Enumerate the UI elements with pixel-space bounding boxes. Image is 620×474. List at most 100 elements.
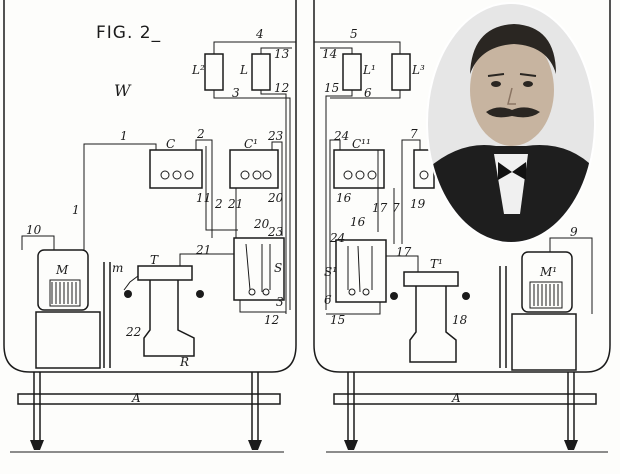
portrait-eyebrows: [487, 73, 537, 77]
label-wire-12: 12: [274, 81, 289, 95]
wire-2: [195, 139, 213, 238]
left-cabinet-outline: [3, 0, 297, 373]
label-m: m: [112, 261, 123, 275]
label-wire-6: 6: [364, 86, 372, 100]
coil-L3: [391, 53, 411, 91]
label-M1: M¹: [539, 265, 557, 279]
label-wire-17: 17: [372, 201, 388, 215]
label-wire-1b: 1: [72, 203, 80, 217]
wire-12: [260, 90, 287, 314]
shaft-A-left: [17, 393, 281, 405]
switch-pivot: [262, 288, 270, 296]
wire-13: [260, 47, 292, 54]
terminal: [252, 170, 262, 180]
label-wire-18: 18: [452, 313, 468, 327]
label-M: M: [55, 263, 69, 277]
label-wire-16b: 16: [350, 215, 366, 229]
label-L2: L²: [191, 63, 205, 77]
coil-L2: [204, 53, 224, 91]
right-cabinet-outline: [313, 0, 611, 373]
switch-pivot: [248, 288, 256, 296]
receiver-R-stand: [143, 280, 195, 357]
switch-pivot: [348, 288, 356, 296]
terminal: [343, 170, 353, 180]
label-wire-3: 3: [232, 86, 240, 100]
terminal: [367, 170, 377, 180]
portrait-eye-right: [523, 81, 533, 87]
wire-11: [205, 146, 238, 231]
crank-rod-right: [499, 266, 507, 368]
portrait-photo: [427, 3, 595, 243]
portrait-hair: [470, 24, 556, 74]
terminal: [184, 170, 194, 180]
terminal: [355, 170, 365, 180]
label-wire-24: 24: [333, 129, 349, 143]
receiver-right-stand: [409, 286, 457, 363]
wire-17-to-T1: [386, 255, 419, 272]
label-wire-6b: 6: [324, 293, 332, 307]
leg-feet: [30, 440, 578, 450]
label-wire-20: 20: [267, 191, 284, 205]
switch-blades: [245, 243, 271, 292]
wire-5: [314, 41, 401, 54]
label-wire-15: 15: [324, 81, 339, 95]
label-wire-20b: 20: [253, 217, 270, 231]
switch-S: [233, 237, 285, 301]
label-wire-1: 1: [120, 129, 128, 143]
label-wire-5: 5: [350, 27, 358, 41]
label-wire-19: 19: [410, 197, 426, 211]
wire-23: [271, 141, 283, 236]
label-wire-4: 4: [255, 27, 264, 41]
coil-L1: [342, 53, 362, 91]
magneto-M: [37, 249, 89, 311]
label-R: R: [179, 355, 189, 369]
wire-7: [401, 139, 421, 244]
wire-10: [21, 235, 55, 250]
label-wire-10: 10: [26, 223, 42, 237]
earpiece-left: [123, 275, 139, 291]
earpiece-left-cup-right: [390, 292, 398, 300]
label-wire-15b: 15: [330, 313, 345, 327]
earpiece-left-cup: [124, 290, 132, 298]
wire-21-to-T: [179, 253, 234, 266]
label-T: T: [150, 253, 159, 267]
label-C: C: [166, 137, 175, 151]
wire-24: [329, 139, 341, 300]
battery-C: [149, 149, 203, 189]
label-C1: C¹: [244, 137, 258, 151]
label-wire-24b: 24: [329, 231, 345, 245]
label-wire-3b: 3: [276, 295, 284, 309]
label-wire-21b: 21: [195, 243, 211, 257]
terminal: [160, 170, 170, 180]
switch-blades-right: [347, 245, 373, 293]
label-wire-7: 7: [410, 127, 418, 141]
label-wire-9: 9: [570, 225, 578, 239]
terminal: [240, 170, 250, 180]
switch-pivot: [362, 288, 370, 296]
label-wire-21: 21: [227, 197, 243, 211]
terminal: [262, 170, 272, 180]
label-wire-16: 16: [336, 191, 352, 205]
legs-left: [33, 372, 259, 440]
magneto-base-right: [511, 313, 577, 371]
portrait-bowtie: [498, 162, 526, 180]
label-wire-17b: 17: [396, 245, 412, 259]
coil-windings: [51, 282, 77, 304]
portrait-eye-left: [491, 81, 501, 87]
wire-15-lower: [326, 302, 381, 315]
label-wire-2b: 2: [214, 197, 223, 211]
portrait-nose: [507, 87, 516, 105]
label-A-left: A: [131, 391, 141, 405]
label-L3: L³: [411, 63, 425, 77]
label-wire-12b: 12: [264, 313, 279, 327]
coil-L: [251, 53, 271, 91]
wire-9: [549, 237, 593, 314]
figure-title: FIG. 2_: [96, 23, 161, 43]
wire-1: [83, 143, 157, 250]
wire-3-upper: [213, 90, 291, 310]
wire-15-upper: [325, 90, 353, 310]
shaft-A-right: [333, 393, 597, 405]
label-wire-23b: 23: [267, 225, 284, 239]
portrait-frame: [426, 2, 596, 244]
